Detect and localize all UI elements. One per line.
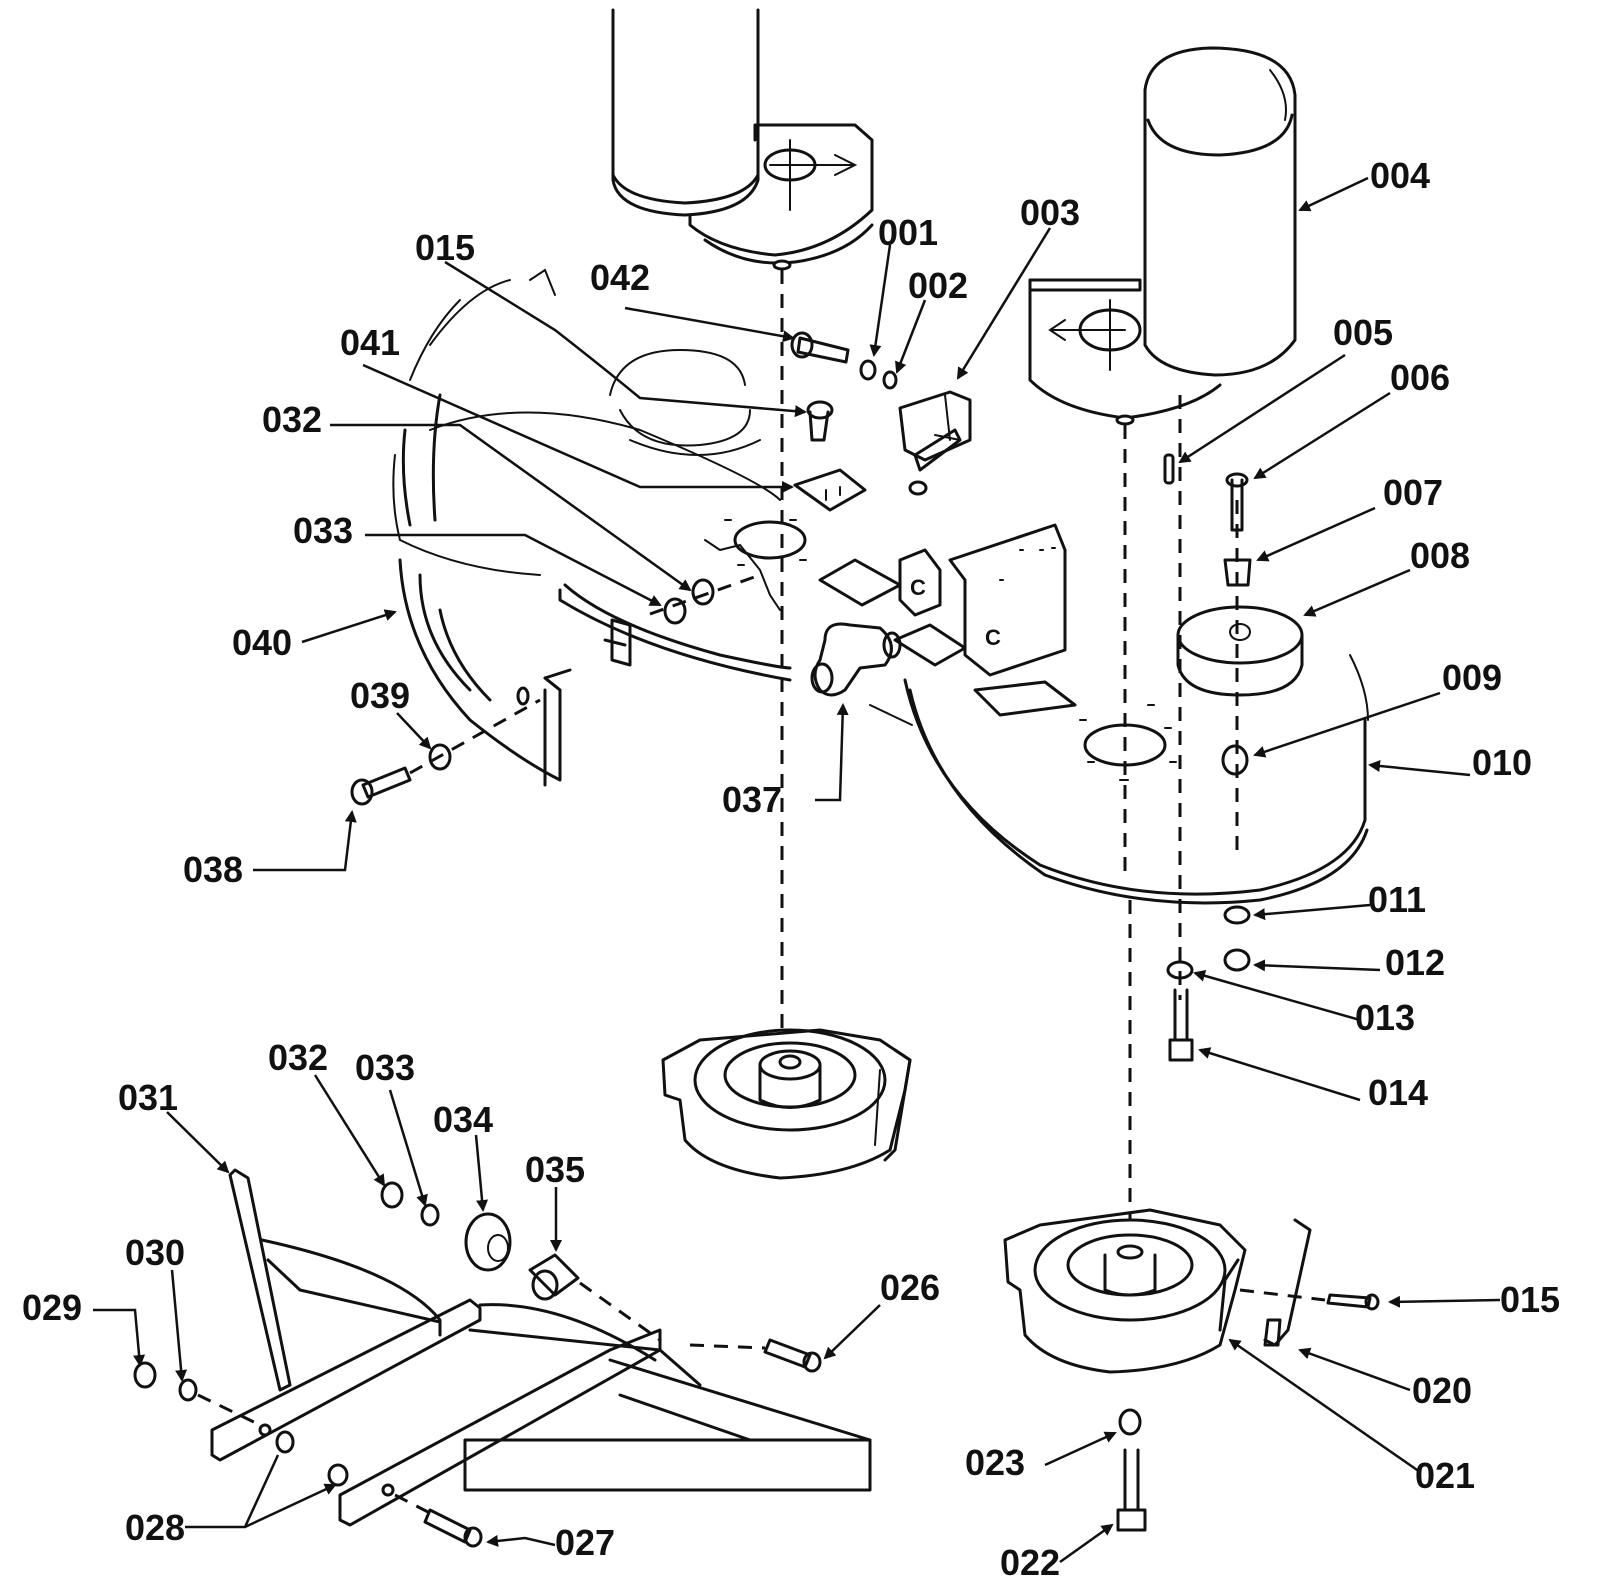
callout-035: 035 bbox=[525, 1149, 585, 1190]
center-brackets: C C bbox=[793, 468, 1067, 697]
callout-033-bottom: 033 bbox=[355, 1047, 415, 1088]
left-motor bbox=[611, 8, 874, 1030]
callout-038: 038 bbox=[183, 849, 243, 890]
callout-032-top: 032 bbox=[262, 399, 322, 440]
callout-022: 022 bbox=[1000, 1542, 1060, 1583]
callout-037: 037 bbox=[722, 779, 782, 820]
callout-007: 007 bbox=[1383, 472, 1443, 513]
callout-032-bottom: 032 bbox=[268, 1037, 328, 1078]
callout-029: 029 bbox=[22, 1287, 82, 1328]
callout-034: 034 bbox=[433, 1099, 493, 1140]
callout-011: 011 bbox=[1368, 879, 1426, 920]
callout-030: 030 bbox=[125, 1232, 185, 1273]
left-spindle-housing bbox=[661, 1028, 912, 1180]
bottom-bracket bbox=[133, 1168, 872, 1548]
callout-008: 008 bbox=[1410, 535, 1470, 576]
callout-006: 006 bbox=[1390, 357, 1450, 398]
callout-020: 020 bbox=[1412, 1370, 1472, 1411]
callout-026: 026 bbox=[880, 1267, 940, 1308]
callout-028: 028 bbox=[125, 1507, 185, 1548]
callouts: 001 002 003 004 005 006 007 008 009 010 … bbox=[22, 155, 1560, 1583]
side-panel bbox=[398, 558, 572, 787]
callout-033-top: 033 bbox=[293, 510, 353, 551]
callout-015-top: 015 bbox=[415, 227, 475, 268]
callout-023: 023 bbox=[965, 1442, 1025, 1483]
deck-plate bbox=[869, 654, 1369, 905]
svg-text:C: C bbox=[985, 625, 1001, 650]
callout-001: 001 bbox=[878, 212, 938, 253]
callout-003: 003 bbox=[1020, 192, 1080, 233]
right-motor bbox=[1028, 46, 1297, 1000]
callout-009: 009 bbox=[1442, 657, 1502, 698]
callout-040: 040 bbox=[232, 622, 292, 663]
callout-012: 012 bbox=[1385, 942, 1445, 983]
callout-004: 004 bbox=[1370, 155, 1430, 196]
callout-027: 027 bbox=[555, 1522, 615, 1563]
callout-042: 042 bbox=[590, 257, 650, 298]
callout-041: 041 bbox=[340, 322, 400, 363]
leader-lines bbox=[93, 176, 1501, 1564]
callout-014: 014 bbox=[1368, 1072, 1428, 1113]
right-spindle-housing bbox=[1003, 900, 1380, 1532]
callout-013: 013 bbox=[1355, 997, 1415, 1038]
callout-005: 005 bbox=[1333, 312, 1393, 353]
callout-010: 010 bbox=[1472, 742, 1532, 783]
upper-hardware bbox=[350, 331, 1304, 1062]
callout-021: 021 bbox=[1415, 1455, 1475, 1496]
callout-039: 039 bbox=[350, 675, 410, 716]
callout-002: 002 bbox=[908, 265, 968, 306]
left-deck bbox=[392, 268, 807, 682]
callout-015-bottom: 015 bbox=[1500, 1279, 1560, 1320]
svg-text:C: C bbox=[910, 575, 926, 600]
callout-031: 031 bbox=[118, 1077, 178, 1118]
